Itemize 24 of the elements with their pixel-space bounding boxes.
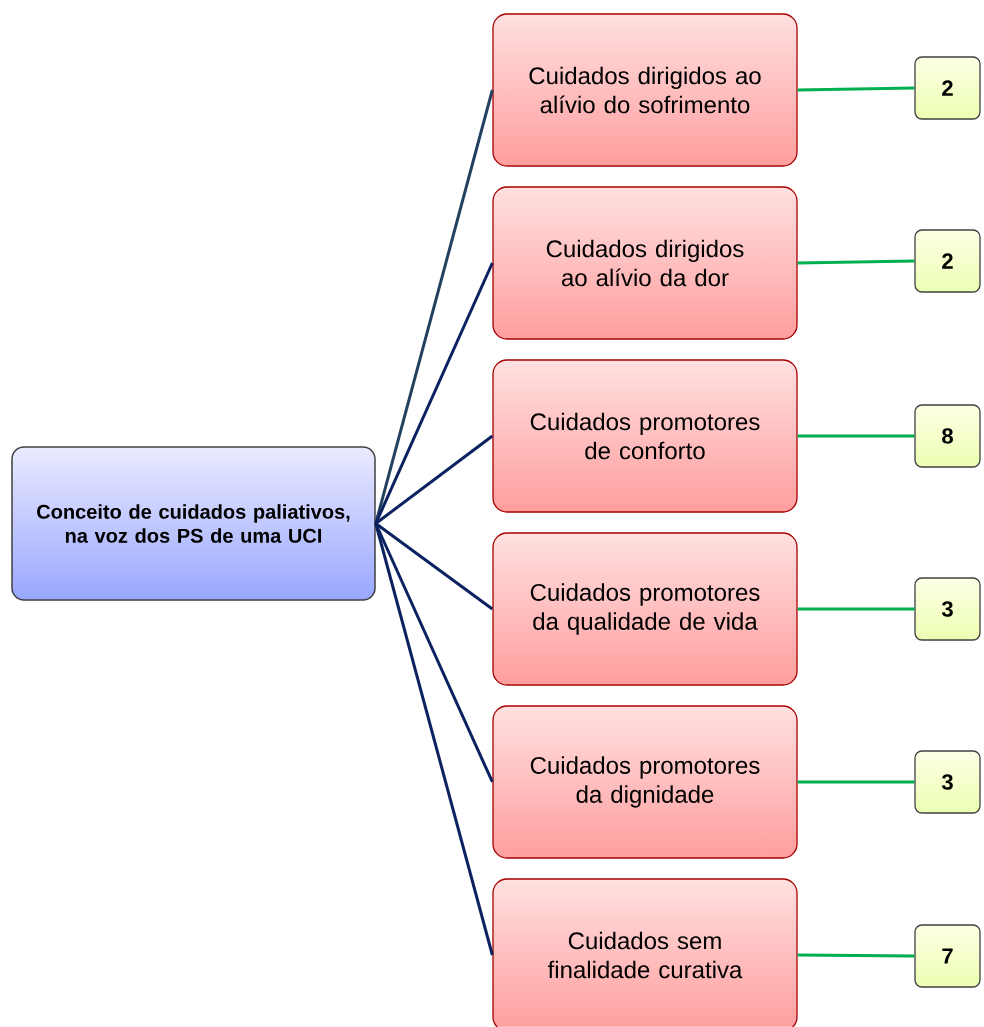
count-box: 7	[914, 924, 981, 988]
connector-line	[797, 953, 915, 958]
connector-line	[797, 607, 915, 611]
connector-line	[374, 89, 494, 524]
topic-box: Cuidados promotores da qualidade de vida	[492, 532, 798, 686]
count-box: 2	[914, 56, 981, 120]
count-box: 8	[914, 404, 981, 468]
connector-line	[797, 86, 915, 92]
count-box: 3	[914, 750, 981, 814]
topic-box: Cuidados promotores de conforto	[492, 359, 798, 513]
connector-line	[797, 434, 915, 438]
topic-box: Cuidados sem finalidade curativa	[492, 878, 798, 1027]
count-box: 2	[914, 229, 981, 293]
topic-box: Cuidados dirigidos ao alívio do sofrimento	[492, 13, 798, 167]
topic-box: Cuidados dirigidos ao alívio da dor	[492, 186, 798, 340]
topic-box: Cuidados promotores da dignidade	[492, 705, 798, 859]
connector-line	[797, 259, 915, 265]
center-box: Conceito de cuidados paliativos, na voz dos PS de uma UCI	[11, 446, 376, 601]
connector-line	[374, 434, 494, 525]
connector-line	[374, 262, 494, 525]
count-box: 3	[914, 577, 981, 641]
connector-line	[374, 523, 494, 956]
connector-line	[797, 780, 915, 784]
connector-line	[374, 522, 494, 611]
